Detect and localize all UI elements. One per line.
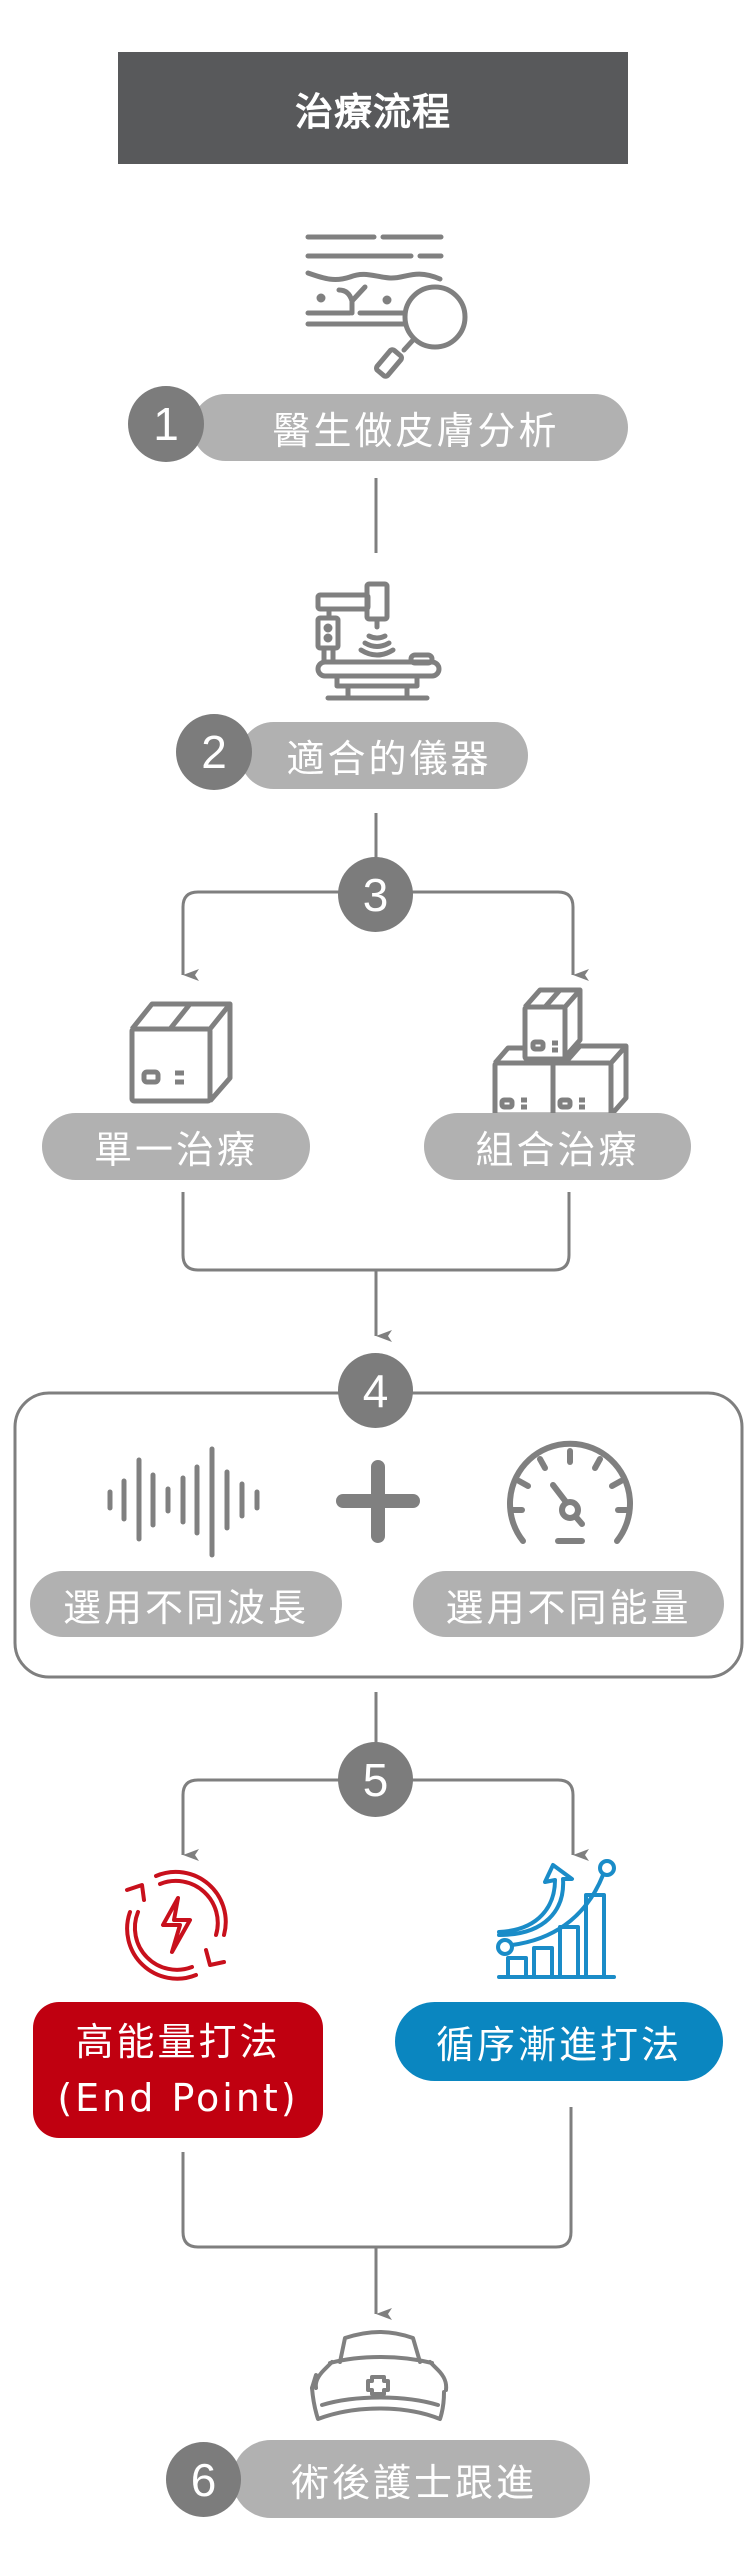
option-energy-label: 選用不同能量: [445, 1585, 692, 1630]
stacked-boxes-icon: [492, 987, 629, 1118]
option-high-energy-sublabel: (End Point): [57, 2076, 299, 2120]
step-1-label: 醫生做皮膚分析: [272, 409, 560, 453]
step-2-label-pill: 適合的儀器: [240, 722, 528, 789]
step-2-number-badge: 2: [176, 714, 252, 790]
step-5-number: 5: [362, 1753, 389, 1806]
option-energy-pill: 選用不同能量: [413, 1571, 724, 1637]
option-wavelength-label: 選用不同波長: [62, 1585, 309, 1630]
merge-3-left: [181, 1192, 571, 1272]
step-1-number-badge: 1: [128, 386, 204, 462]
step-6-label-pill: 術後護士跟進: [232, 2440, 590, 2518]
step-1-label-pill: 醫生做皮膚分析: [192, 394, 628, 461]
page-title-banner: 治療流程: [118, 52, 628, 164]
option-progressive-pill: 循序漸進打法: [395, 2002, 723, 2081]
option-high-energy-label: 高能量打法: [75, 2020, 281, 2064]
branch-5-right: [412, 1778, 589, 1861]
option-combined-treatment-label: 組合治療: [475, 1128, 640, 1172]
single-box-icon: [129, 1001, 233, 1104]
step-5-number-badge: 5: [338, 1742, 413, 1817]
plus-icon: [336, 1460, 420, 1543]
step-3-number-badge: 3: [338, 857, 413, 932]
option-single-treatment-pill: 單一治療: [42, 1113, 310, 1180]
growth-bar-chart-icon: [496, 1859, 616, 1979]
step-6-number-badge: 6: [166, 2442, 241, 2517]
step-4-number-badge: 4: [338, 1353, 413, 1428]
option-wavelength-pill: 選用不同波長: [30, 1571, 342, 1637]
nurse-cap-icon: [310, 2330, 449, 2421]
step-2-label: 適合的儀器: [286, 737, 492, 781]
step-6-number: 6: [190, 2453, 217, 2506]
skin-analysis-magnifier-icon: [305, 234, 468, 379]
step-3-number: 3: [362, 868, 389, 921]
step-1-number: 1: [153, 398, 179, 450]
energy-cycle-lightning-icon: [125, 1869, 228, 1981]
branch-3-left: [181, 890, 340, 981]
option-progressive-label: 循序漸進打法: [435, 2023, 682, 2067]
option-high-energy-box: 高能量打法 (End Point): [33, 2002, 323, 2138]
branch-5-left: [181, 1778, 340, 1861]
speedometer-gauge-icon: [507, 1440, 633, 1544]
option-single-treatment-label: 單一治療: [93, 1128, 258, 1172]
step-4-number: 4: [362, 1364, 389, 1417]
sound-wave-icon: [107, 1446, 260, 1558]
step-6-label: 術後護士跟進: [290, 2460, 537, 2505]
laser-machine-icon: [315, 581, 442, 701]
option-combined-treatment-pill: 組合治療: [424, 1113, 691, 1180]
branch-3-right: [412, 890, 589, 981]
step-2-number: 2: [201, 726, 227, 778]
page-title: 治療流程: [294, 89, 451, 134]
